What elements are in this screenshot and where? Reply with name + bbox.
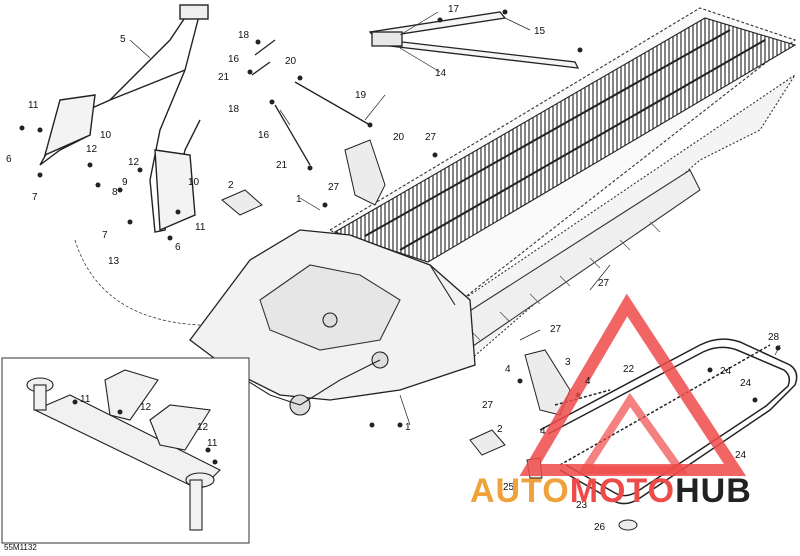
callout-4b: 4 xyxy=(585,376,591,387)
callout-24b: 24 xyxy=(740,378,752,389)
callout-4a: 4 xyxy=(505,364,511,375)
callout-16: 16 xyxy=(228,54,240,65)
callout-27e: 27 xyxy=(482,400,494,411)
callout-labels: 5 11 6 12 10 7 12 9 8 10 11 7 6 13 18 16… xyxy=(6,4,780,533)
callout-9: 9 xyxy=(122,177,128,188)
callout-6: 6 xyxy=(6,154,12,165)
callout-7b: 7 xyxy=(102,230,108,241)
callout-16b: 16 xyxy=(258,130,270,141)
watermark-moto: MOTO xyxy=(569,472,676,510)
callout-11: 11 xyxy=(28,100,39,111)
inset-detail xyxy=(1,357,250,544)
callout-2b: 2 xyxy=(497,424,503,435)
callout-21: 21 xyxy=(218,72,230,83)
callout-18: 18 xyxy=(238,30,250,41)
callout-24c: 24 xyxy=(735,450,747,461)
callout-27a: 27 xyxy=(425,132,437,143)
callout-12d: 12 xyxy=(197,422,209,433)
steering-support-frame xyxy=(39,4,209,233)
callout-21b: 21 xyxy=(276,160,288,171)
leader-lines xyxy=(74,11,781,426)
rear-bumper xyxy=(539,338,798,505)
callout-20b: 20 xyxy=(393,132,405,143)
callout-14: 14 xyxy=(435,68,447,79)
callout-27b: 27 xyxy=(328,182,340,193)
callout-18b: 18 xyxy=(228,104,240,115)
callout-12: 12 xyxy=(86,144,98,155)
callout-22: 22 xyxy=(623,364,635,375)
bracket-27-upper xyxy=(344,139,386,206)
callout-23: 23 xyxy=(576,500,588,511)
callout-2a: 2 xyxy=(228,180,234,191)
callout-8: 8 xyxy=(112,187,118,198)
callout-24a: 24 xyxy=(720,366,732,377)
callout-28: 28 xyxy=(768,332,780,343)
callout-19: 19 xyxy=(355,90,367,101)
callout-11b: 11 xyxy=(195,222,206,233)
callout-12c: 12 xyxy=(140,402,152,413)
plate-2-lower xyxy=(469,429,506,456)
fasteners xyxy=(19,9,781,465)
support-rods xyxy=(251,39,371,166)
callout-12b: 12 xyxy=(128,157,140,168)
callout-27c: 27 xyxy=(598,278,610,289)
callout-10b: 10 xyxy=(188,177,200,188)
callout-11d: 11 xyxy=(207,438,218,449)
callout-17: 17 xyxy=(448,4,460,15)
plate-2-upper xyxy=(221,189,263,216)
callout-20: 20 xyxy=(285,56,297,67)
watermark-brand-text: AUTOMOTOHUB xyxy=(470,474,752,508)
callout-27d: 27 xyxy=(550,324,562,335)
cap-26 xyxy=(618,519,638,531)
callout-11c: 11 xyxy=(80,394,91,405)
callout-25: 25 xyxy=(503,482,515,493)
watermark-logo-mark xyxy=(519,293,747,476)
brackets xyxy=(221,139,638,531)
callout-26: 26 xyxy=(594,522,606,533)
watermark-hub: HUB xyxy=(675,472,752,510)
tunnel-assembly xyxy=(189,7,797,416)
callout-6b: 6 xyxy=(175,242,181,253)
callout-10: 10 xyxy=(100,130,112,141)
diagram-code: 55M1132 xyxy=(4,543,37,552)
callout-1a: 1 xyxy=(296,194,302,205)
callout-1b: 1 xyxy=(405,422,411,433)
upper-column-support xyxy=(368,11,580,69)
watermark-auto: AUTO xyxy=(470,472,570,510)
callout-13: 13 xyxy=(108,256,120,267)
callout-4c: 4 xyxy=(540,426,546,437)
callout-15: 15 xyxy=(534,26,546,37)
callout-7: 7 xyxy=(32,192,38,203)
callout-3: 3 xyxy=(565,357,571,368)
callout-5: 5 xyxy=(120,34,126,45)
